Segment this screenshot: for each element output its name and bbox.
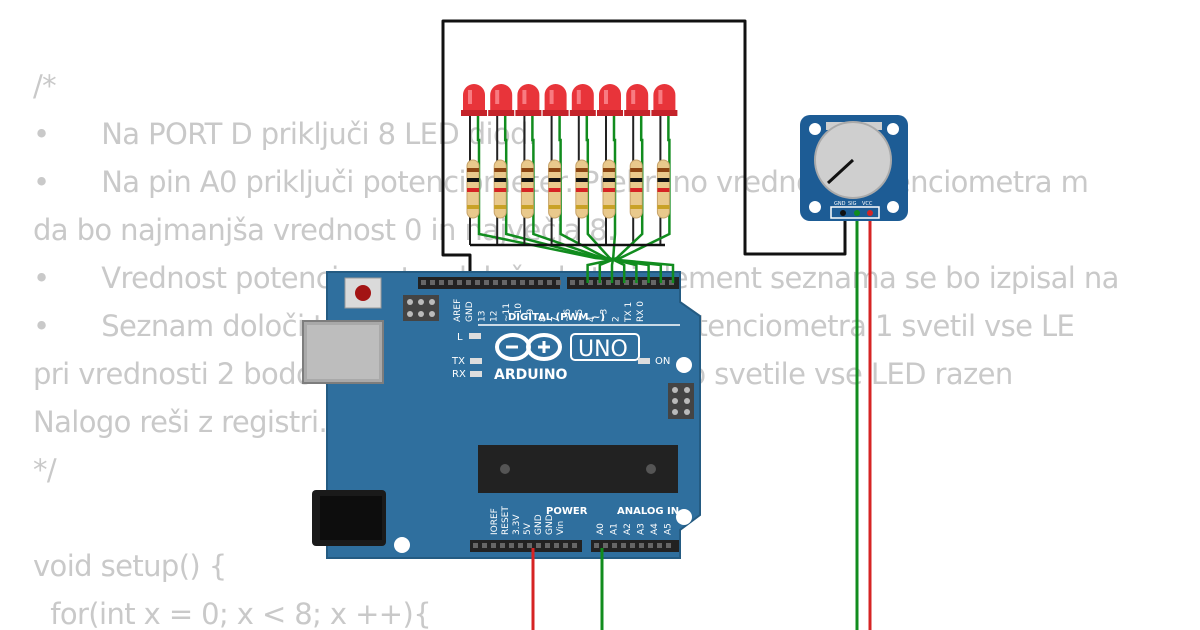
analog-in-label: ANALOG IN <box>617 506 679 517</box>
digital-pin-label: 12 <box>490 311 500 322</box>
pot-pin-label: GND <box>834 201 846 207</box>
rx-led-label: RX <box>452 369 466 380</box>
analog-pin-label: A5 <box>664 523 674 535</box>
tx-led-label: TX <box>451 356 465 367</box>
power-pin-label: GND <box>545 514 555 535</box>
digital-pin-label: ~10 <box>514 303 524 322</box>
icsp-header-right <box>668 383 694 419</box>
pot-pin-label: SIG <box>848 201 857 207</box>
digital-pin-label: ~5 <box>575 309 585 322</box>
power-pin-label: Vin <box>556 521 566 535</box>
code-line: /* <box>33 69 57 103</box>
microcontroller-chip <box>478 445 678 493</box>
led-body-1 <box>461 84 487 116</box>
on-led-label: ON <box>655 356 670 367</box>
led-body-7 <box>624 84 651 116</box>
code-line: for(int x = 0; x < 8; x ++){ <box>33 597 432 630</box>
code-line: • Na PORT D priključi 8 LED diod. <box>33 117 537 151</box>
analog-pin-label: A3 <box>637 523 647 535</box>
resistor-1 <box>466 159 480 219</box>
led-body-6 <box>597 84 623 116</box>
digital-pin-label: 7 <box>551 316 561 322</box>
led-body-5 <box>569 84 596 116</box>
resistor-2 <box>493 159 507 219</box>
l-led-label: L <box>457 332 463 343</box>
digital-pin-label: ~6 <box>563 308 573 322</box>
digital-pin-label: AREF <box>453 299 463 322</box>
digital-pin-label: 4 <box>587 316 597 322</box>
digital-pin-label: ~3 <box>599 309 609 322</box>
pot-pin-label: VCC <box>862 201 873 207</box>
power-label: POWER <box>546 506 588 517</box>
reset-button <box>344 277 382 309</box>
black-wire-top <box>441 19 847 282</box>
code-line: */ <box>33 453 57 487</box>
led-body-8 <box>651 84 678 116</box>
code-line: da bo najmanjša vrednost 0 in največja 8… <box>33 213 616 247</box>
resistor-6 <box>602 159 616 219</box>
led-body-3 <box>515 84 542 116</box>
digital-pin-label: 8 <box>538 316 548 322</box>
power-pin-label: 5V <box>523 522 533 535</box>
resistor-5 <box>575 159 589 219</box>
power-pin-label: IOREF <box>490 508 500 535</box>
resistor-7 <box>629 159 643 219</box>
digital-pin-label: GND <box>465 301 475 322</box>
analog-pin-label: A1 <box>610 523 620 535</box>
analog-pin-label: A2 <box>623 523 633 535</box>
digital-header-label: DIGITAL (PWM ~) <box>508 312 605 323</box>
resistor-4 <box>548 159 562 219</box>
code-line: Nalogo reši z registri. <box>33 405 328 439</box>
digital-pin-label: ~9 <box>526 308 536 322</box>
resistor-8 <box>656 159 670 219</box>
led-body-2 <box>488 84 515 116</box>
icsp-header-left <box>403 295 439 321</box>
power-pin-label: GND <box>534 514 544 535</box>
power-pin-label: 3.3V <box>512 514 522 535</box>
brand-label: ARDUINO <box>494 367 568 383</box>
digital-pin-label: ~11 <box>502 303 512 322</box>
digital-pin-label: 13 <box>477 311 487 322</box>
arduino-logo <box>495 333 562 361</box>
code-line: void setup() { <box>33 549 227 583</box>
led-array <box>461 84 678 283</box>
led-body-4 <box>542 84 569 116</box>
power-pin-label: RESET <box>501 506 511 535</box>
analog-pin-label: A0 <box>596 523 606 535</box>
analog-pin-label: A4 <box>650 523 660 535</box>
digital-pin-label: 2 <box>612 316 622 322</box>
digital-pin-label: TX 1 <box>624 302 634 323</box>
digital-pin-label: RX 0 <box>636 301 646 322</box>
model-label: UNO <box>578 337 628 362</box>
resistor-3 <box>520 159 534 219</box>
